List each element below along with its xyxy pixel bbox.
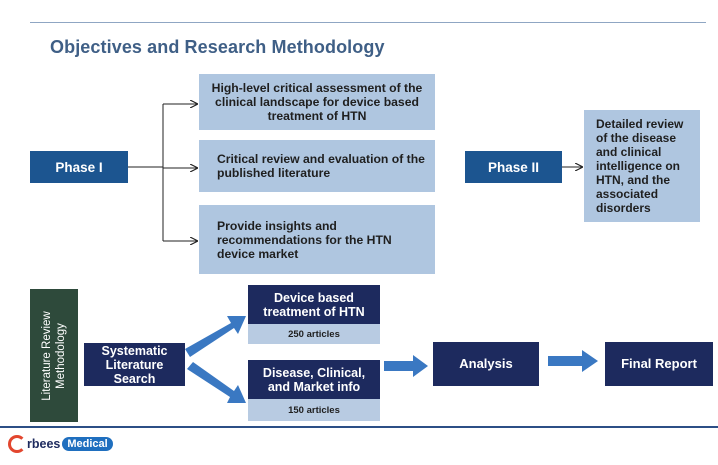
final-report-box: Final Report (605, 342, 713, 386)
objective-2-text: Critical review and evaluation of the pu… (217, 152, 425, 180)
objective-1-box: High-level critical assessment of the cl… (199, 74, 435, 130)
literature-review-side-label: Literature Review Methodology (30, 289, 78, 422)
objective-3-text: Provide insights and recommendations for… (217, 218, 392, 261)
page-title: Objectives and Research Methodology (50, 37, 385, 57)
phase2-label: Phase II (487, 159, 540, 175)
device-articles-count: 250 articles (248, 324, 380, 344)
systematic-search-box: Systematic Literature Search (84, 343, 185, 386)
phase1-label: Phase I (55, 159, 103, 175)
disease-articles-count: 150 articles (248, 399, 380, 421)
analysis-text: Analysis (459, 356, 513, 371)
objective-3-box: Provide insights and recommendations for… (199, 205, 435, 274)
phase1-box: Phase I (30, 151, 128, 183)
phase2-detail-text: Detailed review of the disease and clini… (596, 117, 684, 215)
phase2-detail-box: Detailed review of the disease and clini… (584, 110, 700, 222)
logo-brand-part1: rbees (27, 437, 61, 451)
block-arrow-up (185, 316, 246, 357)
device-articles-text: 250 articles (288, 328, 340, 340)
objective-2-box: Critical review and evaluation of the pu… (199, 140, 435, 192)
systematic-search-text: Systematic Literature Search (101, 343, 168, 386)
device-treatment-box: Device based treatment of HTN (248, 285, 380, 324)
block-arrow-down (187, 362, 246, 403)
footer-divider (0, 426, 718, 428)
objective-1-text: High-level critical assessment of the cl… (211, 81, 423, 123)
block-arrow-to-final (548, 350, 598, 372)
device-treatment-text: Device based treatment of HTN (263, 290, 365, 319)
phase2-box: Phase II (465, 151, 562, 183)
disease-articles-text: 150 articles (288, 404, 340, 416)
logo-c-mark-icon (8, 435, 26, 453)
final-report-text: Final Report (621, 356, 697, 371)
logo-brand-part2: Medical (62, 437, 113, 451)
top-divider (30, 22, 706, 23)
company-logo: rbees Medical (8, 432, 113, 456)
disease-info-text: Disease, Clinical, and Market info (262, 365, 366, 394)
block-arrow-to-analysis (384, 355, 428, 377)
side-label-text: Literature Review Methodology (41, 310, 67, 401)
analysis-box: Analysis (433, 342, 539, 386)
disease-info-box: Disease, Clinical, and Market info (248, 360, 380, 399)
